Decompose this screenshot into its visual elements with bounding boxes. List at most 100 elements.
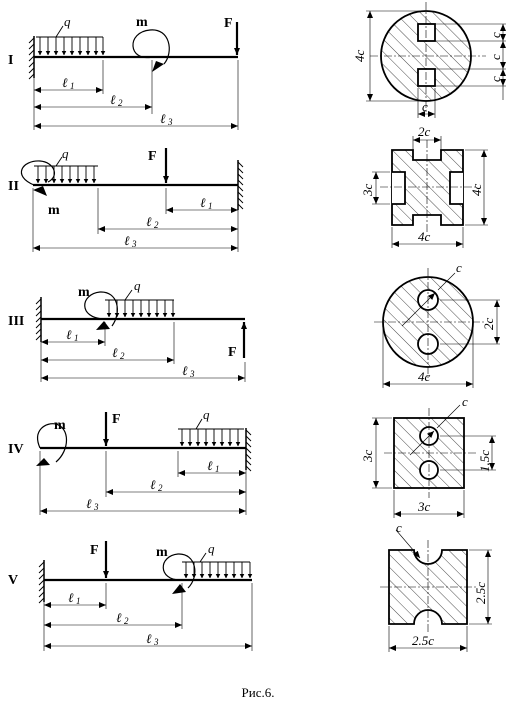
dim-diameter: 4c: [352, 50, 367, 63]
scheme-V: V q m F ℓ 1 ℓ 2 ℓ: [8, 541, 253, 651]
length-l1-index: 1: [208, 201, 213, 211]
section-5: c 2.5c 2.5c: [380, 520, 492, 652]
force-F-label: F: [112, 412, 121, 427]
dim-web-height: 3c: [360, 184, 375, 198]
moment-m-label: m: [136, 15, 148, 30]
length-l3: ℓ: [124, 233, 130, 248]
moment-m-label: m: [54, 418, 66, 433]
length-l2-index: 2: [158, 483, 163, 493]
dimension-lines: [33, 60, 239, 130]
length-l1: ℓ: [66, 327, 72, 342]
dim-side-height: 3c: [360, 450, 375, 464]
length-l3-index: 3: [131, 239, 137, 249]
length-l2-index: 2: [124, 616, 129, 626]
dim-hole-diameter: c: [462, 394, 468, 409]
length-l1: ℓ: [207, 458, 213, 473]
load-q-label: q: [64, 14, 71, 29]
force-F-label: F: [90, 543, 99, 558]
dim-hole-bottom: c: [488, 76, 503, 82]
length-l3-index: 3: [167, 117, 173, 127]
length-l1-index: 1: [70, 81, 75, 91]
dim-top-width: 2c: [418, 124, 431, 139]
length-l3: ℓ: [86, 496, 92, 511]
wall-support: [35, 297, 42, 342]
moment-m: [36, 423, 68, 466]
length-l2: ℓ: [110, 92, 116, 107]
length-l2: ℓ: [112, 345, 118, 360]
section-1: 4c c c c c: [352, 2, 506, 118]
length-l3: ℓ: [146, 631, 152, 646]
length-l1: ℓ: [68, 590, 74, 605]
load-q-label: q: [208, 541, 215, 556]
figure-caption: Рис.6.: [242, 685, 275, 700]
scheme-number: V: [8, 573, 18, 588]
square-hole-bottom: [417, 68, 436, 87]
load-q-label: q: [62, 146, 69, 161]
dim-hole-gap: c: [488, 54, 503, 60]
dim-diameter: 4c: [418, 369, 431, 384]
wall-support: [28, 36, 35, 80]
length-l1-index: 1: [215, 464, 220, 474]
scheme-number: III: [8, 314, 24, 329]
square-hole-top: [417, 23, 436, 42]
length-l1: ℓ: [200, 195, 206, 210]
length-l2: ℓ: [150, 477, 156, 492]
dim-side-width: 3c: [417, 499, 431, 514]
distributed-load-q: [178, 418, 244, 447]
length-l2-index: 2: [120, 351, 125, 361]
scheme-IV: IV q m F ℓ 1 ℓ 2 ℓ: [8, 407, 252, 515]
section-4: c 3c 1.5c 3c: [360, 394, 496, 518]
length-l2: ℓ: [146, 214, 152, 229]
length-l3: ℓ: [182, 363, 188, 378]
length-l1-index: 1: [76, 596, 81, 606]
dimension-lines: [40, 322, 246, 382]
scheme-I: I q m F ℓ 1 ℓ 2 ℓ: [8, 14, 240, 130]
dim-cutout-radius: c: [396, 520, 402, 535]
wall-support: [245, 428, 252, 472]
section-3: c 2c 4c: [374, 260, 500, 388]
dimension-lines: [43, 583, 253, 651]
length-l2-index: 2: [154, 220, 159, 230]
moment-m: [84, 291, 118, 330]
scheme-number: I: [8, 53, 13, 68]
dimension-lines: [39, 451, 247, 515]
dim-height: 4c: [469, 184, 484, 197]
length-l2: ℓ: [116, 610, 122, 625]
scheme-number: IV: [8, 442, 24, 457]
dim-hole-top: c: [488, 32, 503, 38]
force-F-label: F: [224, 16, 233, 31]
load-q-label: q: [134, 278, 141, 293]
moment-m-label: m: [78, 285, 90, 300]
scheme-number: II: [8, 179, 19, 194]
length-l3: ℓ: [160, 111, 166, 126]
dimension-lines: [32, 188, 239, 252]
distributed-load-q: [36, 25, 106, 56]
dim-width: 2.5c: [412, 633, 434, 648]
force-F-label: F: [148, 149, 157, 164]
moment-m-label: m: [156, 545, 168, 560]
moment-m: [20, 160, 56, 196]
length-l3-index: 3: [93, 502, 99, 512]
moment-m: [132, 29, 170, 72]
dim-hole-spacing: 1.5c: [477, 450, 492, 472]
moment-m: [162, 553, 196, 594]
length-l2-index: 2: [118, 98, 123, 108]
section-2: 2c 3c 4c 4c: [360, 124, 488, 248]
distributed-load-q: [105, 289, 176, 318]
scheme-II: II q m F ℓ 1 ℓ 2 ℓ: [8, 146, 244, 252]
notched-section: [391, 149, 464, 226]
force-F-label: F: [228, 345, 237, 360]
moment-m-label: m: [48, 203, 60, 218]
length-l3-index: 3: [153, 637, 159, 647]
dim-hole-diameter: c: [456, 260, 462, 275]
dim-height: 2.5c: [473, 582, 488, 604]
dim-hole-spacing: 2c: [481, 318, 496, 331]
load-q-label: q: [203, 407, 210, 422]
length-l3-index: 3: [189, 369, 195, 379]
dim-hole-width: c: [422, 99, 428, 114]
wall-support: [38, 560, 45, 604]
distributed-load-q: [182, 552, 253, 579]
length-l1: ℓ: [62, 75, 68, 90]
scheme-III: III q m F ℓ 1 ℓ 2 ℓ: [8, 278, 247, 382]
